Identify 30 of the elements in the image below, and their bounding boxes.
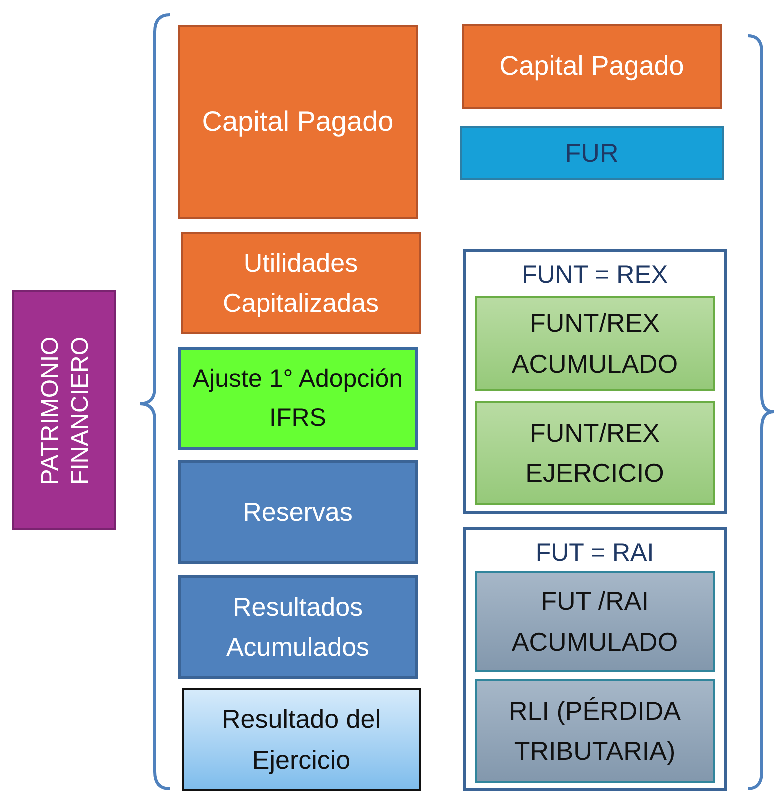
category-box [475,679,715,783]
vertical-label: PATRIMONIO FINANCIERO [36,336,95,488]
category-box [181,232,421,334]
category-box [178,25,418,219]
box-label: FUR [564,136,620,170]
category-box [475,296,715,391]
label-box [12,290,116,530]
category-box [462,24,722,109]
group-box [463,527,727,791]
group-heading: FUNT = REX [520,260,670,291]
box-label: Resultados Acumulados [225,590,371,664]
box-label: FUT /RAI ACUMULADO [510,585,680,658]
category-box [475,401,715,505]
box-label: RLI (PÉRDIDA TRIBUTARIA) [508,694,682,768]
category-box [182,688,421,791]
group-heading: FUT = RAI [534,538,656,569]
group-box [463,249,727,514]
box-label: Capital Pagado [498,50,686,83]
category-box [460,126,724,180]
box-label: FUNT/REX ACUMULADO [510,307,680,380]
box-label: Utilidades Capitalizadas [222,246,380,320]
category-box [178,575,418,679]
category-box [178,460,418,564]
box-label: Ajuste 1° Adopción IFRS [192,364,404,434]
category-box [178,347,418,450]
box-label: Reservas [242,496,354,529]
box-label: Capital Pagado [201,105,395,140]
box-label: Resultado del Ejercicio [221,703,382,776]
category-box [475,571,715,672]
box-label: FUNT/REX EJERCICIO [524,416,666,490]
